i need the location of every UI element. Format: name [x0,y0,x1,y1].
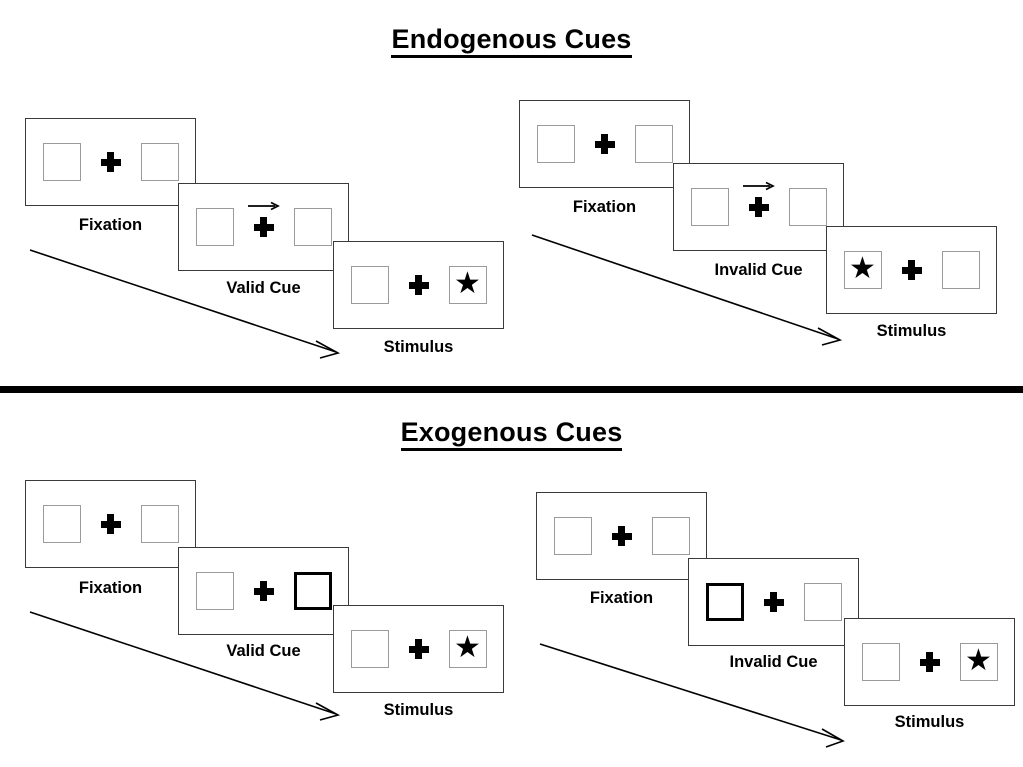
right-arrow-icon [247,201,281,211]
target-box-right: ★ [448,630,487,668]
screen-panel-fixation [536,492,707,580]
target-box-right: ★ [959,643,998,681]
screen-panel-fixation [25,480,196,568]
target-box-right [803,583,842,621]
target-box-left [553,517,592,555]
fixation-cross-icon [247,201,280,237]
target-box-left [350,266,389,304]
fixation-cross-icon [919,652,940,672]
panel-caption-stimulus: Stimulus [894,713,965,731]
target-box-left [861,643,900,681]
fixation-cross-icon [253,581,274,601]
panel-caption-invalid-cue: Invalid Cue [714,261,803,279]
target-box-right-cued [293,572,332,610]
star-stimulus-icon: ★ [454,631,481,664]
screen-panel-invalid-cue [688,558,859,646]
screen-panel-fixation [519,100,690,188]
panel-caption-valid-cue: Valid Cue [226,279,301,297]
target-box-right [634,125,673,163]
panel-caption-valid-cue: Valid Cue [226,642,301,660]
target-box-left-cued [705,583,744,621]
panel-caption-fixation: Fixation [78,216,143,234]
panel-caption-stimulus: Stimulus [383,701,454,719]
panel-caption-stimulus: Stimulus [383,338,454,356]
screen-panel-stimulus: ★ [826,226,997,314]
fixation-cross-icon [100,514,121,534]
section-title-endogenous: Endogenous Cues [0,24,1023,58]
target-box-left [195,572,234,610]
screen-panel-fixation [25,118,196,206]
panel-caption-fixation: Fixation [589,589,654,607]
fixation-cross-icon [611,526,632,546]
target-box-right: ★ [448,266,487,304]
fixation-cross-icon [594,134,615,154]
fixation-cross-icon [901,260,922,280]
target-box-right [293,208,332,246]
target-box-right [140,143,179,181]
target-box-right [651,517,690,555]
section-title-endogenous-text: Endogenous Cues [391,24,632,58]
section-divider [0,386,1023,393]
screen-panel-invalid-cue [673,163,844,251]
fixation-cross-icon [742,181,775,217]
panel-caption-fixation: Fixation [78,579,143,597]
target-box-left [42,143,81,181]
target-box-left: ★ [843,251,882,289]
fixation-cross-icon [408,639,429,659]
screen-panel-stimulus: ★ [844,618,1015,706]
target-box-right [140,505,179,543]
target-box-left [42,505,81,543]
fixation-cross-icon [408,275,429,295]
screen-panel-stimulus: ★ [333,241,504,329]
fixation-cross-icon [100,152,121,172]
target-box-right [788,188,827,226]
section-title-exogenous-text: Exogenous Cues [400,417,623,451]
target-box-left [690,188,729,226]
fixation-cross-icon [763,592,784,612]
target-box-right [941,251,980,289]
screen-panel-stimulus: ★ [333,605,504,693]
screen-panel-valid-cue [178,183,349,271]
star-stimulus-icon: ★ [965,644,992,677]
screen-panel-valid-cue [178,547,349,635]
target-box-left [350,630,389,668]
right-arrow-icon [742,181,776,191]
target-box-left [536,125,575,163]
section-title-exogenous: Exogenous Cues [0,417,1023,451]
panel-caption-stimulus: Stimulus [876,322,947,340]
target-box-left [195,208,234,246]
panel-caption-invalid-cue: Invalid Cue [729,653,818,671]
star-stimulus-icon: ★ [849,252,876,285]
panel-caption-fixation: Fixation [572,198,637,216]
star-stimulus-icon: ★ [454,267,481,300]
